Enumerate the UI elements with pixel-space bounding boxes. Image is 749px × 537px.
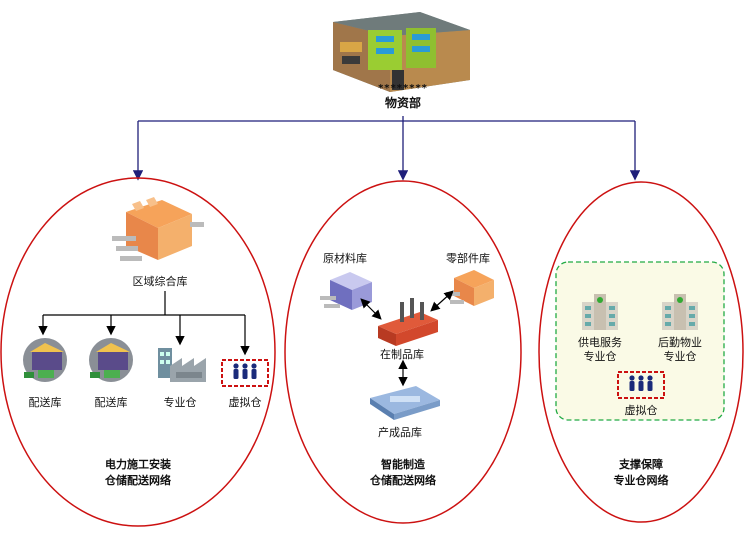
- node-label: 配送库: [94, 396, 128, 409]
- warehouse-icon: [112, 197, 204, 261]
- network-caption: 仓储配送网络: [105, 474, 171, 487]
- support-network-ellipse: [538, 181, 744, 523]
- node-label: 专业仓: [163, 396, 197, 409]
- network-caption: 电力施工安装: [105, 458, 171, 471]
- power-supply-label: 供电服务: [578, 336, 622, 349]
- wip-label: 在制品库: [380, 348, 424, 361]
- finished-goods-label: 产成品库: [378, 426, 422, 439]
- distribution-warehouse-icon: [23, 338, 67, 382]
- hub-connectors: [38, 291, 250, 356]
- node-label: 配送库: [28, 396, 62, 409]
- hq-label: 物资部: [384, 96, 422, 110]
- people-icon: [629, 375, 653, 391]
- network-caption: 专业仓网络: [613, 474, 669, 487]
- distribution-warehouse-icon: [89, 338, 133, 382]
- raw-material-warehouse-icon: [320, 272, 372, 310]
- network-caption: 支撑保障: [619, 458, 663, 471]
- factory-icon: [378, 298, 438, 346]
- hq-connectors: [132, 116, 641, 181]
- network-caption: 仓储配送网络: [370, 474, 436, 487]
- hub-label: 区域综合库: [132, 275, 188, 288]
- factory-icon: [158, 348, 206, 382]
- logistics-label: 后勤物业: [658, 336, 702, 349]
- manufacturing-network-ellipse: [284, 180, 522, 524]
- product-platform-icon: [370, 386, 440, 420]
- node-label: 虚拟仓: [228, 396, 262, 409]
- people-icon: [233, 363, 257, 379]
- hq-stars: ********: [378, 83, 428, 94]
- virtual-warehouse-label: 虚拟仓: [624, 404, 658, 417]
- office-building-icon: [333, 12, 470, 92]
- logistics-sublabel: 专业仓: [663, 350, 697, 363]
- office-building-icon: [582, 294, 618, 330]
- network-caption: 智能制造: [381, 458, 425, 471]
- raw-material-label: 原材料库: [323, 252, 367, 265]
- construction-network-ellipse: [0, 177, 276, 527]
- office-building-icon: [662, 294, 698, 330]
- parts-warehouse-icon: [446, 270, 494, 306]
- power-supply-sublabel: 专业仓: [583, 350, 617, 363]
- parts-label: 零部件库: [446, 252, 490, 265]
- flow-arrows: [360, 290, 454, 387]
